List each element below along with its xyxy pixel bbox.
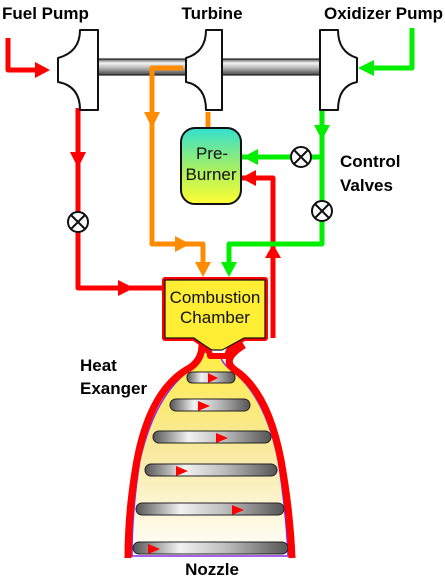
heat-exchanger-jacket — [124, 344, 206, 559]
control-valves-label-line2: Valves — [340, 176, 393, 195]
preburner: Pre- Burner — [180, 127, 242, 205]
oxidizer-pump-label: Oxidizer Pump — [324, 4, 443, 23]
chamber-label-line1: Combustion — [170, 288, 261, 307]
preburner-label-line2: Burner — [185, 165, 236, 184]
flow-arrow-icon — [144, 112, 211, 277]
preburner-label-line1: Pre- — [196, 144, 228, 163]
turbine-label: Turbine — [181, 4, 242, 23]
oxidizer-pump — [319, 29, 358, 111]
flow-arrow-icon — [221, 60, 374, 277]
nozzle — [131, 351, 289, 557]
valve-icon — [67, 211, 89, 233]
heat-exchanger-label-line1: Heat — [80, 356, 117, 375]
flow-arrow-icon — [35, 62, 281, 296]
flow-arrow-icon — [148, 373, 244, 554]
heat-exchanger-label-line2: Exanger — [80, 379, 147, 398]
nozzle-label: Nozzle — [185, 560, 239, 579]
valve-icon — [290, 146, 312, 168]
heat-exchanger-jacket-right — [225, 342, 296, 559]
control-valves-label-line1: Control — [340, 152, 400, 171]
valve-icon — [311, 200, 333, 222]
combustion-chamber: Combustion Chamber — [162, 277, 268, 359]
turbine — [185, 29, 223, 111]
chamber-label-line2: Chamber — [180, 308, 250, 327]
turbine-exhaust-lines — [149, 65, 211, 270]
fuel-pump-label: Fuel Pump — [2, 4, 89, 23]
fuel-pump — [57, 29, 99, 111]
